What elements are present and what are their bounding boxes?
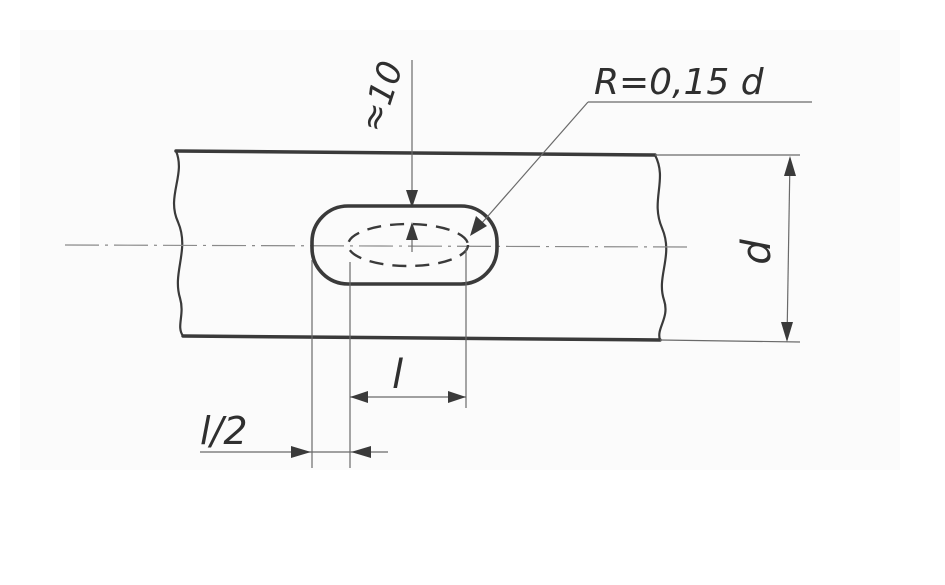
radius-note: R=0,15 d xyxy=(594,62,765,103)
half-length-arrow-left xyxy=(291,446,311,458)
length-label: l xyxy=(392,352,403,398)
extension-line-diameter-bottom xyxy=(659,339,801,343)
shaft-center-line xyxy=(64,244,691,248)
diameter-dimension-line xyxy=(786,157,791,341)
extension-lines xyxy=(311,154,801,468)
diameter-dimension: d xyxy=(734,156,796,342)
shaft-right-break-line xyxy=(653,153,668,342)
half-length-label: l/2 xyxy=(200,409,248,453)
diameter-arrow-top xyxy=(784,156,796,176)
half-length-dimension: l/2 xyxy=(200,409,388,458)
depth-arrow-down xyxy=(406,190,418,208)
diameter-arrow-bottom xyxy=(781,322,793,342)
shaft-top-edge xyxy=(174,149,657,157)
half-length-arrow-right xyxy=(351,446,371,458)
length-arrow-left xyxy=(350,391,368,403)
length-arrow-right xyxy=(448,391,466,403)
shaft-outline xyxy=(173,149,668,342)
shaft-left-break-line xyxy=(173,149,185,338)
length-dimension: l xyxy=(350,352,466,403)
shaft-bottom-edge xyxy=(181,334,662,342)
radius-leader: R=0,15 d xyxy=(470,62,812,236)
keyway-hidden-contour xyxy=(346,222,470,268)
radius-leader-arrow xyxy=(470,216,487,236)
depth-arrow-up xyxy=(406,222,418,240)
diameter-label: d xyxy=(734,239,780,265)
keyway-slot-outline xyxy=(310,204,499,286)
radius-leader-line xyxy=(473,101,589,233)
